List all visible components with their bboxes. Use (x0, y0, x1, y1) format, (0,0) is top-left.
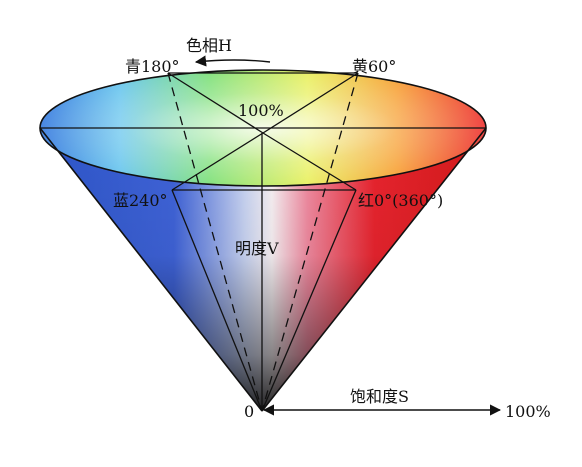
inner-line-blue (171, 189, 263, 412)
blue-label: 蓝240° (113, 191, 168, 210)
yellow-label: 黄60° (352, 57, 396, 76)
origin-label: 0 (244, 402, 254, 421)
hexagon-line-blue (171, 132, 264, 191)
saturation-max-label: 100% (505, 402, 551, 421)
top-value-label: 100% (238, 101, 284, 120)
cone-body-shade (40, 128, 486, 411)
hue-direction-arrow (194, 55, 271, 67)
hexagon-line-red (262, 132, 357, 191)
cyan-label: 青180° (125, 57, 180, 76)
dashed-line-cyan (167, 72, 263, 412)
dashed-line-yellow (261, 72, 359, 412)
saturation-label: 饱和度S (350, 387, 409, 406)
hue-label: 色相H (186, 36, 232, 55)
red-label: 红0°(360°) (358, 191, 443, 210)
inner-line-red (261, 189, 357, 412)
hexagon-line-cyan (167, 72, 264, 134)
value-axis-label: 明度V (235, 239, 279, 258)
cone-right-edge (261, 127, 487, 412)
hexagon-line-yellow (262, 72, 359, 134)
cone-left-edge (39, 127, 263, 412)
